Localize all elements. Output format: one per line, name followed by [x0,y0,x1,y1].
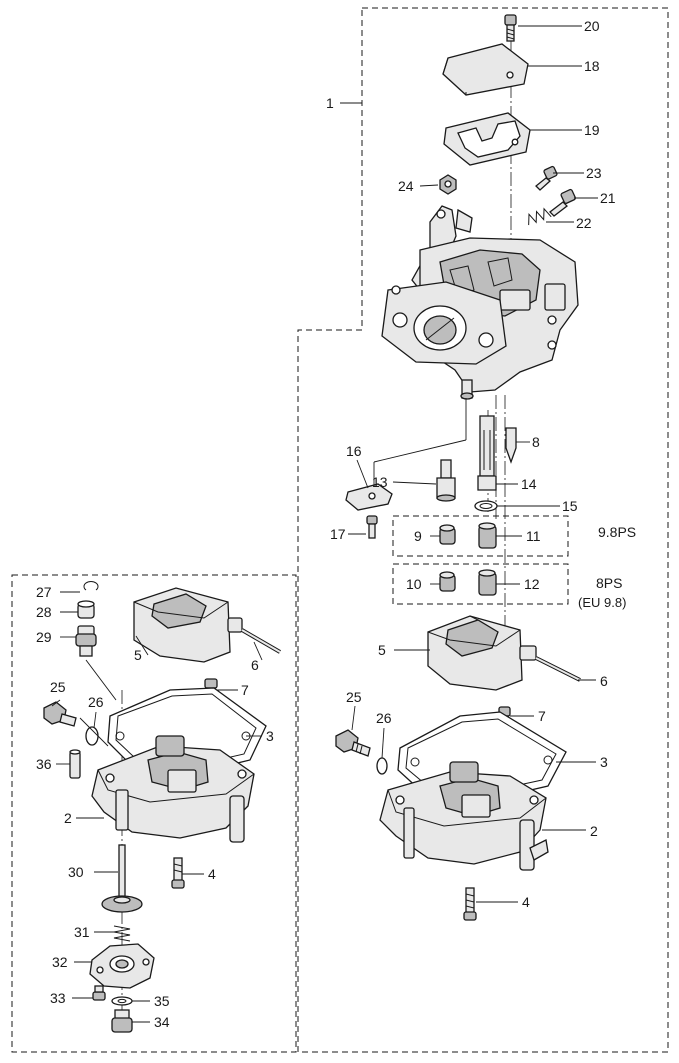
variant-label-9.8ps: 9.8PS [598,524,636,540]
part-25-drain-screw-right [335,729,371,757]
part-21-screw [549,188,576,217]
callout-13: 13 [372,474,388,490]
callout-6-left: 6 [251,657,259,673]
part-11-jet [478,522,497,549]
part-23-screw [535,165,558,191]
part-4-screw-left [171,857,185,889]
callout-2-right: 2 [590,823,598,839]
part-17-screw [366,515,378,539]
callout-21: 21 [600,190,616,206]
callout-32: 32 [52,954,68,970]
callout-26-right: 26 [376,710,392,726]
variant-label-eu: (EU 9.8) [578,595,626,610]
part-25-drain-screw-left [43,701,77,727]
alternate-float-chamber-boundary [11,574,297,1053]
part-13-jet [436,459,456,502]
variant-8ps-box [392,563,569,605]
callout-5-right: 5 [378,642,386,658]
callout-1: 1 [326,95,334,111]
callout-17: 17 [330,526,346,542]
part-5-float-left [133,587,243,663]
callout-4-right: 4 [522,894,530,910]
callout-19: 19 [584,122,600,138]
part-22-spring [528,207,552,226]
callout-25-left: 25 [50,679,66,695]
callout-6-right: 6 [600,673,608,689]
callout-labels: 1 20 18 19 23 21 22 24 8 16 13 14 15 17 … [36,18,636,1030]
part-8-needle-valve [505,427,517,464]
callout-15: 15 [562,498,578,514]
part-2-float-chamber-right [379,761,549,871]
leader-lines [51,25,598,1023]
callout-16: 16 [346,443,362,459]
assembly-1-boundary [297,7,669,1053]
part-32-cover [89,943,155,989]
callout-14: 14 [521,476,537,492]
callout-12: 12 [524,576,540,592]
part-5-float-right [427,615,537,691]
part-29-plunger [75,625,97,657]
callout-26-left: 26 [88,694,104,710]
part-36-pin [69,749,81,779]
part-35-washer [111,996,133,1006]
callout-9: 9 [414,528,422,544]
part-27-clip [83,581,99,591]
callout-7-left: 7 [241,682,249,698]
callout-11: 11 [526,528,541,544]
part-10-jet [439,571,456,592]
part-6-float-pin-right [535,656,581,682]
part-15-o-ring [474,500,498,512]
part-18-cover-plate [442,43,529,96]
part-6-float-pin-left [240,628,282,654]
part-9-jet [439,524,456,545]
part-19-gasket [443,112,531,166]
callout-7-right: 7 [538,708,546,724]
part-2-float-chamber-left [91,735,255,843]
callout-3-right: 3 [600,754,608,770]
callout-33: 33 [50,990,66,1006]
part-30-diaphragm [101,844,143,913]
callout-18: 18 [584,58,600,74]
callout-34: 34 [154,1014,170,1030]
callout-28: 28 [36,604,52,620]
callout-36: 36 [36,756,52,772]
callout-35: 35 [154,993,170,1009]
part-26-washer-right [376,757,388,775]
callout-22: 22 [576,215,592,231]
part-31-spring [113,925,131,942]
callout-24: 24 [398,178,414,194]
callout-25-right: 25 [346,689,362,705]
part-1-carburetor-body [381,205,579,400]
callout-8: 8 [532,434,540,450]
part-33-screw [92,985,106,1001]
callout-29: 29 [36,629,52,645]
callout-20: 20 [584,18,600,34]
part-4-screw-right [463,887,477,921]
part-24-nut [439,174,457,195]
part-12-jet [478,569,497,596]
callout-30: 30 [68,864,84,880]
part-20-screw [504,14,517,42]
part-16-plate [345,483,393,511]
part-34-plug [111,1009,133,1033]
callout-10: 10 [406,576,422,592]
variant-9.8ps-box [392,515,569,557]
callout-31: 31 [74,924,90,940]
part-28-cap [77,600,95,619]
callout-27: 27 [36,584,52,600]
part-14-emulsion-tube [477,415,497,491]
callout-3-left: 3 [266,728,274,744]
callout-23: 23 [586,165,602,181]
callout-2-left: 2 [64,810,72,826]
callout-4-left: 4 [208,866,216,882]
variant-label-8ps: 8PS [596,575,622,591]
callout-5-left: 5 [134,647,142,663]
